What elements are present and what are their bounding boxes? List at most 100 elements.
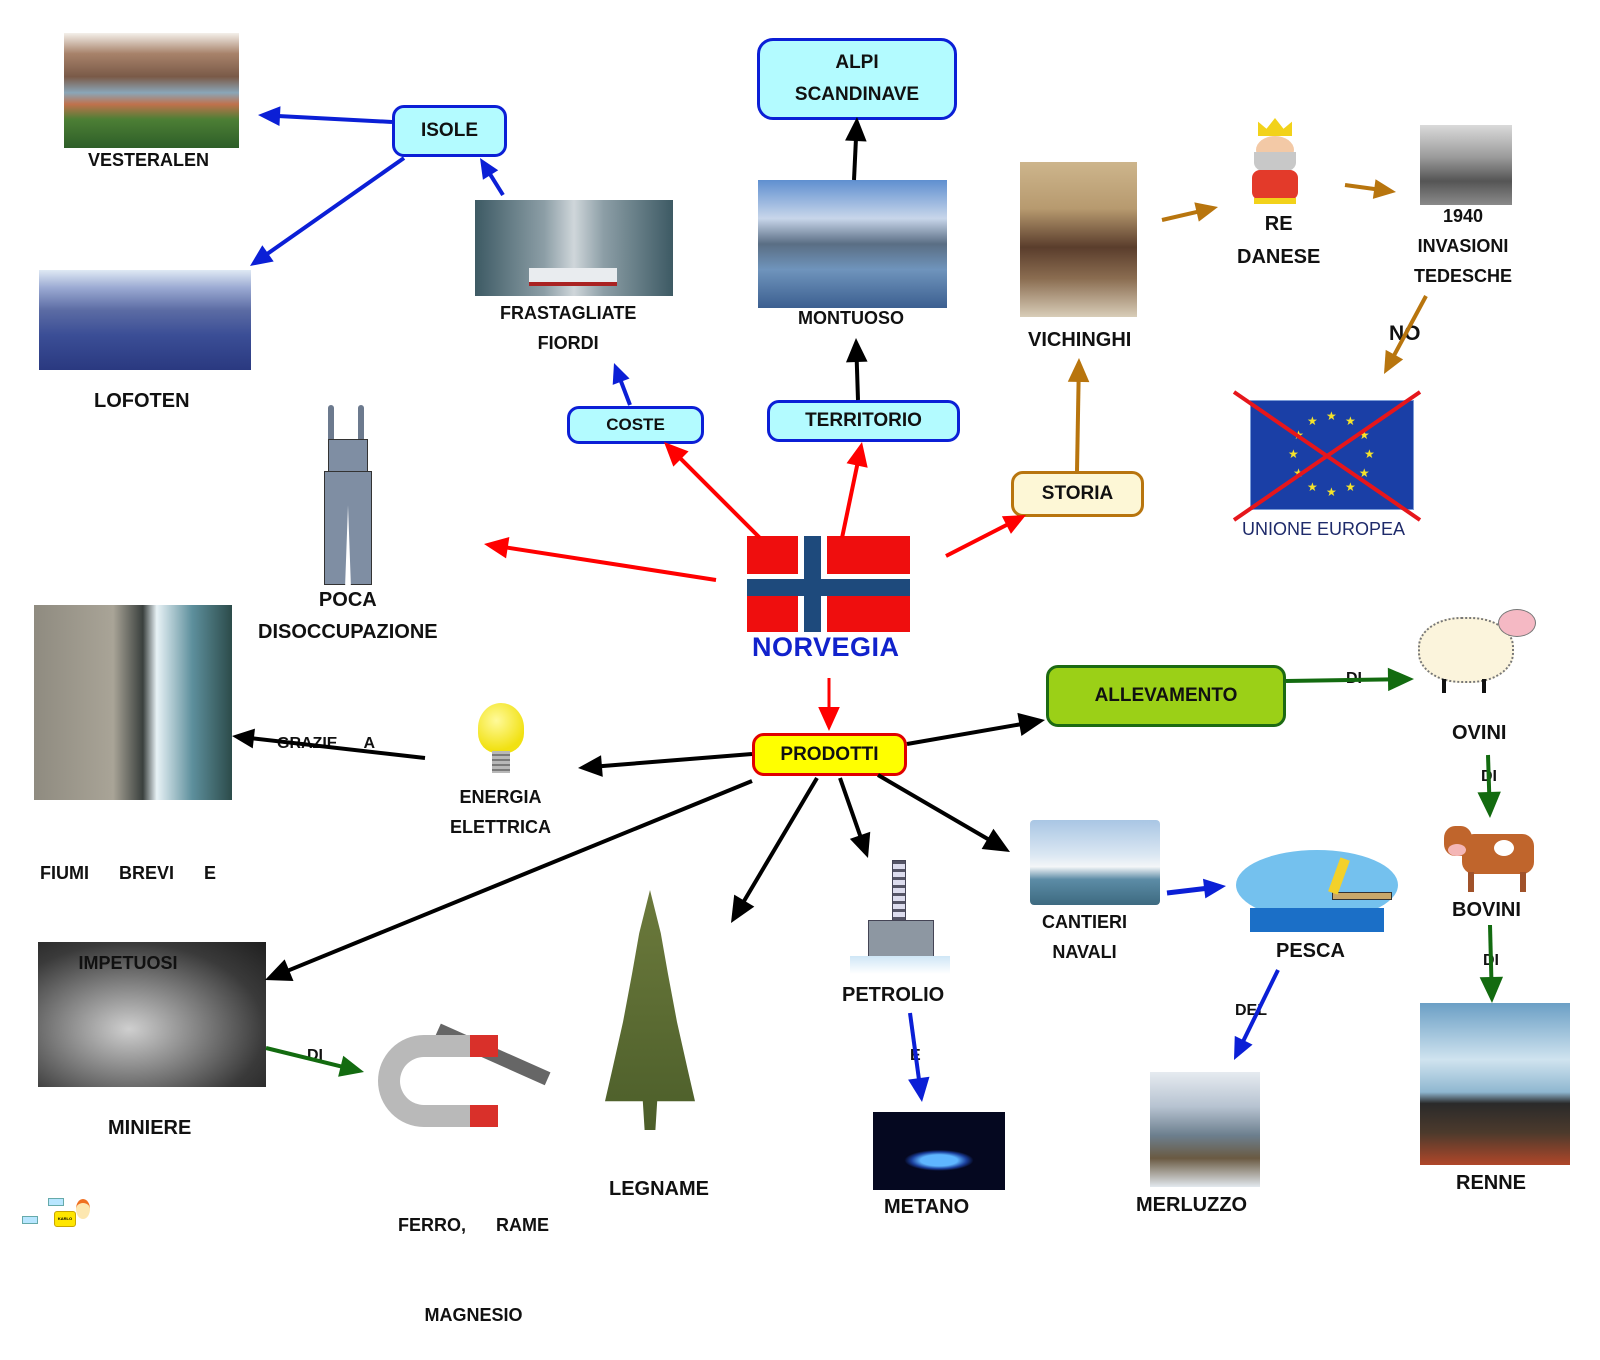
- node-prodotti[interactable]: PRODOTTI: [752, 733, 907, 776]
- label-vesteralen: VESTERALEN: [88, 150, 210, 170]
- label-vichinghi: VICHINGHI: [1028, 329, 1132, 351]
- edge-prodotti-legname: [741, 776, 819, 904]
- mine-photo: [38, 942, 266, 1087]
- edge-pesca-merluzzo-arrowhead: [1234, 1035, 1253, 1060]
- magnet-clipart: [378, 1005, 568, 1140]
- edge-montuoso-alpi-arrowhead: [845, 117, 867, 142]
- edge-cantieri-pesca: [1166, 885, 1207, 896]
- node-alpi-label-1: ALPI: [835, 52, 879, 73]
- edge-norvegia-prodotti-arrowhead: [818, 707, 840, 731]
- node-allevamento[interactable]: ALLEVAMENTO: [1046, 665, 1286, 727]
- edge-label-di-ovini: DI: [1345, 670, 1363, 688]
- stockfish-photo: [1150, 1072, 1260, 1187]
- edge-storia-vichinghi-arrowhead: [1067, 358, 1090, 383]
- eu-star-icon: ★: [1293, 428, 1304, 442]
- edge-miniere-metalli-arrowhead: [338, 1055, 364, 1077]
- edge-label-di-bovini: DI: [1481, 768, 1497, 785]
- edge-norvegia-disoccupazione-arrowhead: [484, 537, 510, 559]
- norway-flag: [747, 536, 910, 632]
- label-merluzzo: MERLUZZO: [1136, 1194, 1248, 1216]
- edge-prodotti-energia: [599, 752, 753, 769]
- edge-fiordi-isole-arrowhead: [480, 158, 499, 180]
- montuoso-photo: [758, 180, 947, 308]
- edge-norvegia-territorio: [840, 463, 860, 539]
- edge-re-invasioni: [1344, 183, 1377, 192]
- node-storia[interactable]: STORIA: [1011, 471, 1144, 517]
- node-isole[interactable]: ISOLE: [392, 105, 507, 157]
- eu-star-icon: ★: [1326, 409, 1337, 423]
- edge-cantieri-pesca-arrowhead: [1202, 878, 1226, 899]
- edge-vichinghi-re: [1161, 209, 1199, 222]
- dam-photo: [34, 605, 232, 800]
- eu-star-icon: ★: [1345, 414, 1356, 429]
- flag-red-br: [827, 594, 910, 632]
- edge-norvegia-storia: [945, 522, 1010, 558]
- eu-star-icon: ★: [1307, 479, 1318, 494]
- eu-star-icon: ★: [1364, 447, 1375, 461]
- label-energia-1: ENERGIA: [459, 787, 542, 807]
- label-1940: 1940: [1442, 206, 1484, 226]
- gas-flame-photo: [873, 1112, 1005, 1190]
- label-metalli: FERRO, RAME MAGNESIO: [398, 1150, 549, 1360]
- edge-isole-vesteralen-arrowhead: [258, 106, 281, 127]
- label-cantieri-1: CANTIERI: [1042, 912, 1127, 932]
- edge-norvegia-storia-arrowhead: [1001, 515, 1026, 534]
- eu-star-icon: ★: [1345, 479, 1356, 494]
- edge-prodotti-energia-arrowhead: [578, 755, 603, 777]
- edge-prodotti-petrolio-arrowhead: [849, 831, 871, 858]
- edge-allevamento-ovini-arrowhead: [1387, 667, 1414, 692]
- edge-montuoso-alpi: [852, 138, 858, 181]
- node-territorio[interactable]: TERRITORIO: [767, 400, 960, 442]
- edge-prodotti-cantieri: [876, 773, 991, 842]
- label-renne: RENNE: [1456, 1172, 1527, 1194]
- invasioni-photo: [1420, 125, 1512, 205]
- node-coste[interactable]: COSTE: [567, 406, 704, 444]
- edge-fiordi-isole: [487, 172, 505, 197]
- edge-allevamento-ovini: [1285, 677, 1391, 683]
- edge-isole-lofoten-arrowhead: [250, 245, 274, 266]
- label-metano: METANO: [884, 1196, 970, 1218]
- label-metalli-2: MAGNESIO: [424, 1305, 523, 1325]
- label-energia-2: ELETTRICA: [450, 817, 551, 837]
- edge-storia-vichinghi: [1075, 379, 1081, 472]
- label-fiordi-2: FIORDI: [537, 333, 599, 353]
- fishing-clipart: [1236, 850, 1398, 932]
- node-alpi-label-2: SCANDINAVE: [794, 84, 920, 105]
- edge-prodotti-petrolio: [838, 777, 863, 838]
- label-fiumi: FIUMI BREVI E IMPETUOSI: [40, 798, 216, 1008]
- label-ovini: OVINI: [1452, 722, 1507, 744]
- edge-prodotti-allevamento-arrowhead: [1017, 712, 1045, 736]
- cmap-logo-box: KARLO: [54, 1211, 76, 1227]
- edge-invasioni-ue-arrowhead: [1384, 349, 1404, 374]
- edge-label-grazie-a: GRAZIE _ A: [276, 735, 377, 753]
- edge-coste-fiordi: [618, 379, 632, 406]
- edge-norvegia-coste-arrowhead: [664, 442, 689, 467]
- node-alpi-scandinave[interactable]: ALPI SCANDINAVE: [757, 38, 957, 120]
- label-energia: ENERGIA ELETTRICA: [450, 782, 551, 842]
- label-unione-europea: UNIONE EUROPEA: [1242, 519, 1406, 539]
- label-cantieri-2: NAVALI: [1052, 942, 1117, 962]
- edge-label-di-miniere: DI: [306, 1047, 324, 1065]
- label-montuoso: MONTUOSO: [798, 308, 904, 328]
- label-invasioni-text: INVASIONI: [1417, 236, 1509, 256]
- cow-clipart: [1442, 820, 1542, 896]
- node-territorio-label: TERRITORIO: [805, 410, 922, 431]
- reindeer-photo: [1420, 1003, 1570, 1165]
- label-fiumi-1: FIUMI BREVI E: [40, 863, 217, 883]
- re-danese-cartoon: [1244, 118, 1306, 210]
- edge-label-di-renne: DI: [1482, 952, 1500, 970]
- edge-label-e: E: [909, 1047, 922, 1065]
- node-prodotti-label: PRODOTTI: [780, 743, 879, 765]
- label-re: RE: [1264, 213, 1293, 235]
- vichinghi-painting: [1020, 162, 1137, 317]
- node-allevamento-label: ALLEVAMENTO: [1094, 685, 1238, 706]
- edge-petrolio-metano-arrowhead: [908, 1076, 930, 1102]
- eu-star-icon: ★: [1307, 414, 1318, 429]
- label-disoccupazione-text: DISOCCUPAZIONE: [258, 621, 438, 643]
- label-pesca: PESCA: [1276, 940, 1345, 962]
- edge-prodotti-allevamento: [906, 722, 1022, 746]
- edge-ovini-bovini-arrowhead: [1477, 791, 1501, 818]
- label-metalli-1: FERRO, RAME: [398, 1215, 550, 1235]
- label-danese: DANESE: [1237, 246, 1321, 268]
- label-fiordi: FRASTAGLIATE FIORDI: [500, 298, 636, 358]
